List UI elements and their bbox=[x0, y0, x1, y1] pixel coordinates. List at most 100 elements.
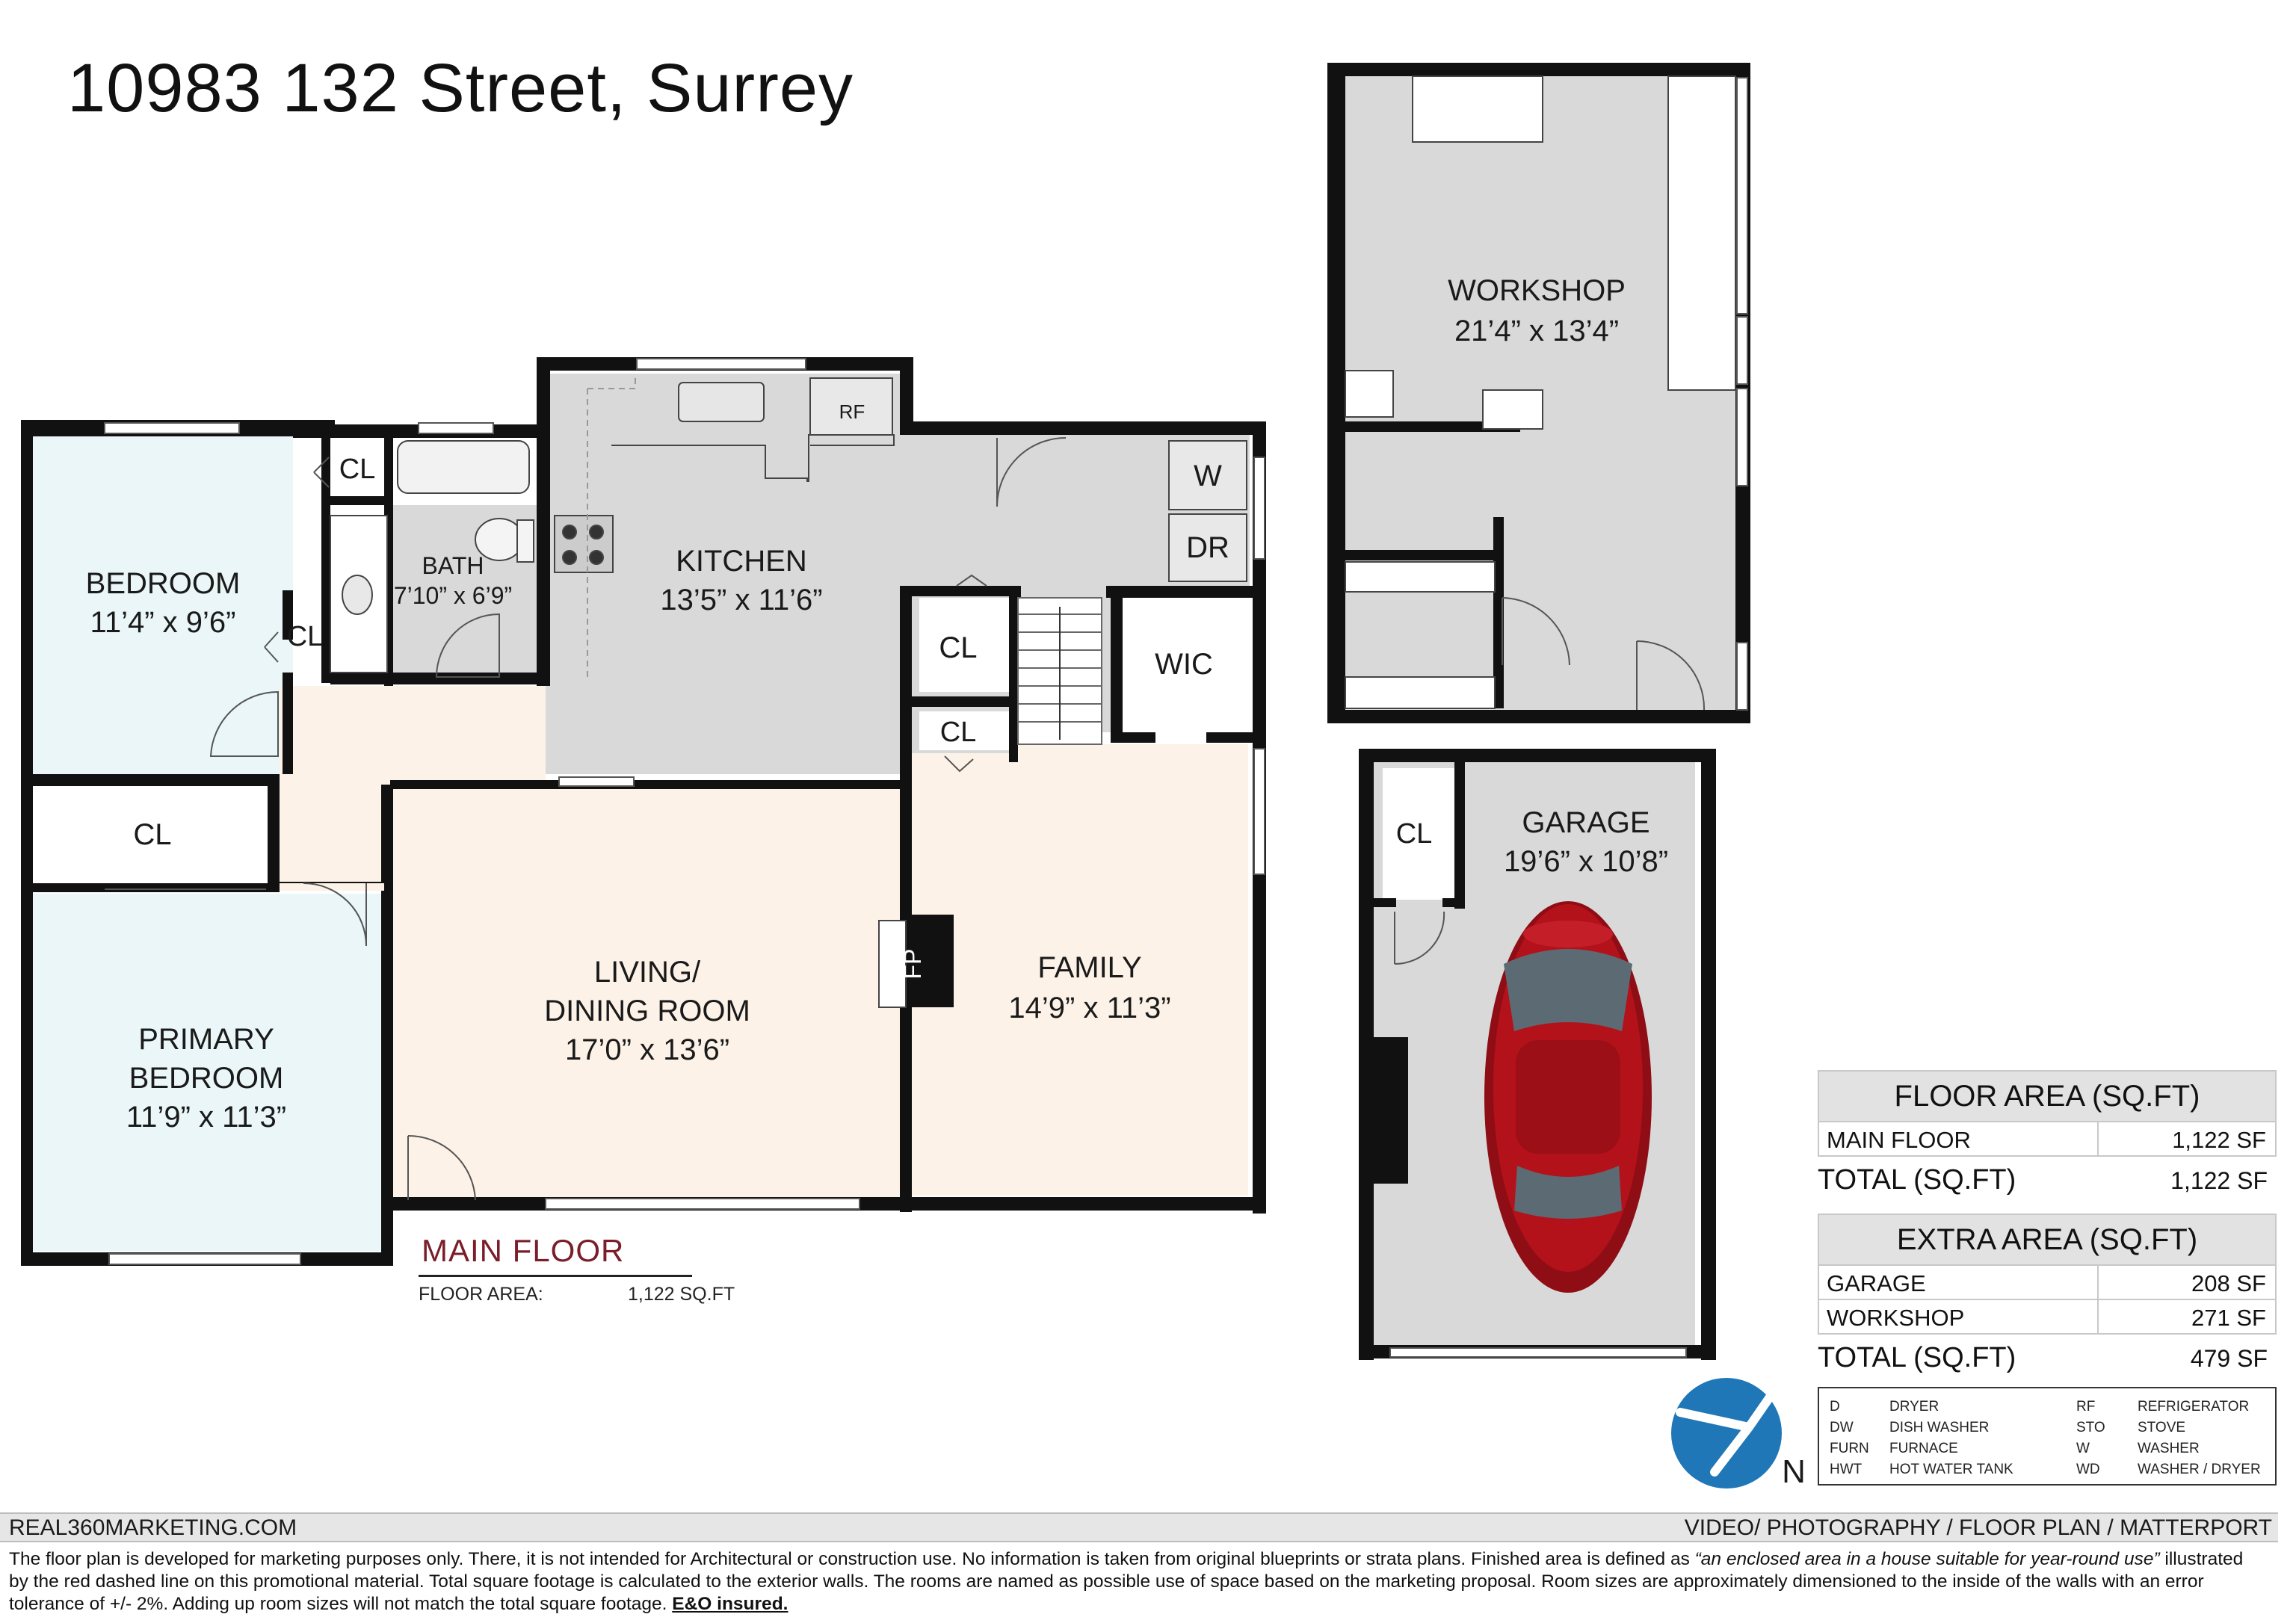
wall bbox=[21, 420, 33, 1264]
legend-code: WD bbox=[2076, 1462, 2100, 1477]
window bbox=[104, 422, 240, 434]
workshop-unit bbox=[1482, 389, 1543, 430]
wall bbox=[1374, 898, 1396, 907]
wall bbox=[909, 696, 1018, 707]
burner bbox=[589, 525, 604, 540]
closet-floor bbox=[33, 786, 268, 883]
wall bbox=[33, 883, 280, 892]
wall bbox=[909, 586, 1018, 596]
wall bbox=[1327, 63, 1750, 76]
wall bbox=[900, 421, 1265, 435]
floor-plan: BEDROOM 11’4” x 9’6” BATH 7’10” x 6’9” K… bbox=[21, 63, 1806, 1490]
website-link[interactable]: REAL360MARKETING.COM bbox=[9, 1515, 297, 1540]
legend-code: D bbox=[1830, 1399, 1840, 1415]
window bbox=[1736, 316, 1748, 385]
compass-north-label: N bbox=[1782, 1453, 1806, 1490]
workbench bbox=[1412, 75, 1543, 143]
room-size-living-dining: 17’0” x 13’6” bbox=[565, 1033, 729, 1066]
wall bbox=[1106, 586, 1256, 598]
door-swing bbox=[1502, 597, 1570, 666]
bifold-door bbox=[264, 631, 279, 663]
row-label: WORKSHOP bbox=[1827, 1305, 1965, 1331]
total-label: TOTAL (SQ.FT) bbox=[1818, 1342, 2016, 1373]
door-swing bbox=[435, 613, 500, 678]
window bbox=[1736, 77, 1748, 315]
column-divider bbox=[2097, 1122, 2099, 1155]
window bbox=[108, 1253, 301, 1265]
stove bbox=[554, 515, 614, 573]
row-value: 208 SF bbox=[2191, 1270, 2266, 1296]
fireplace-label: FP bbox=[899, 949, 926, 980]
fireplace bbox=[912, 915, 954, 1007]
services-text: VIDEO/ PHOTOGRAPHY / FLOOR PLAN / MATTER… bbox=[1684, 1515, 2272, 1540]
compass-icon bbox=[1671, 1378, 1782, 1488]
door-swing bbox=[303, 882, 367, 947]
window bbox=[418, 422, 494, 434]
abbreviation-legend: D DRYER DW DISH WASHER FURN FURNACE HWT … bbox=[1818, 1387, 2277, 1486]
car-windshield bbox=[1504, 949, 1632, 1031]
total-row: TOTAL (SQ.FT) 479 SF bbox=[1818, 1335, 2277, 1378]
room-name-primary-bedroom: BEDROOM bbox=[129, 1062, 284, 1095]
disclaimer-text: The floor plan is developed for marketin… bbox=[9, 1549, 1695, 1569]
room-size-bedroom: 11’4” x 9’6” bbox=[90, 606, 236, 639]
bifold-door bbox=[956, 574, 987, 587]
wall bbox=[1111, 586, 1123, 743]
total-value: 479 SF bbox=[2190, 1345, 2268, 1372]
room-name-dining: DINING ROOM bbox=[544, 995, 750, 1027]
legend-meaning: WASHER bbox=[2138, 1441, 2200, 1456]
wall bbox=[1701, 749, 1716, 1360]
windows bbox=[104, 77, 1748, 1358]
room-name-garage: GARAGE bbox=[1522, 806, 1650, 839]
total-label: TOTAL (SQ.FT) bbox=[1818, 1164, 2016, 1196]
door-swing bbox=[996, 437, 1067, 507]
car-roof bbox=[1516, 1040, 1620, 1154]
car bbox=[1484, 901, 1652, 1293]
row-value: 271 SF bbox=[2191, 1305, 2266, 1331]
table-row: MAIN FLOOR 1,122 SF bbox=[1818, 1122, 2277, 1157]
family-floor bbox=[910, 744, 1248, 1196]
compass-disc bbox=[1671, 1378, 1782, 1488]
room-size-workshop: 21’4” x 13’4” bbox=[1454, 315, 1619, 347]
closet-label: CL bbox=[287, 621, 324, 652]
window bbox=[1736, 642, 1748, 711]
window bbox=[1253, 457, 1265, 560]
table-row: GARAGE 208 SF bbox=[1818, 1266, 2277, 1300]
legend-code: HWT bbox=[1830, 1462, 1863, 1477]
wall bbox=[1359, 749, 1374, 1360]
closet-label: CL bbox=[1396, 818, 1433, 850]
compass-arrow bbox=[1676, 1384, 1780, 1477]
bifold-door bbox=[944, 755, 974, 773]
table-row: WORKSHOP 271 SF bbox=[1818, 1300, 2277, 1335]
burner bbox=[562, 525, 577, 540]
chimney bbox=[1374, 1037, 1408, 1184]
total-value: 1,122 SF bbox=[2170, 1167, 2268, 1194]
room-name-bedroom: BEDROOM bbox=[86, 567, 241, 600]
primary-bedroom-floor bbox=[33, 894, 381, 1251]
living-dining-floor bbox=[390, 783, 900, 1197]
room-labels: BEDROOM 11’4” x 9’6” BATH 7’10” x 6’9” K… bbox=[86, 274, 1806, 1490]
room-size-family: 14’9” x 11’3” bbox=[1008, 992, 1170, 1024]
bathtub bbox=[397, 440, 530, 494]
room-size-bath: 7’10” x 6’9” bbox=[394, 582, 512, 609]
floor-area-table: FLOOR AREA (SQ.FT) MAIN FLOOR 1,122 SF T… bbox=[1818, 1070, 2277, 1200]
doors bbox=[105, 437, 1706, 1201]
bifold-door bbox=[313, 457, 330, 488]
burner bbox=[562, 550, 577, 565]
wall bbox=[1359, 749, 1716, 762]
wall bbox=[283, 673, 293, 774]
kitchen-sink bbox=[678, 382, 765, 422]
room-name-workshop: WORKSHOP bbox=[1448, 274, 1626, 307]
wall bbox=[1493, 517, 1504, 708]
fixtures bbox=[330, 75, 1736, 1008]
wall bbox=[268, 786, 280, 885]
main-floor-underline bbox=[419, 1275, 692, 1277]
legend-meaning: WASHER / DRYER bbox=[2138, 1462, 2261, 1477]
column-divider bbox=[2097, 1266, 2099, 1299]
wall bbox=[1493, 710, 1576, 723]
dryer bbox=[1168, 513, 1247, 582]
wall bbox=[330, 496, 393, 505]
closet-label: CL bbox=[339, 454, 376, 485]
garage-door bbox=[1389, 1347, 1687, 1358]
burner bbox=[589, 550, 604, 565]
floor-area-header: FLOOR AREA (SQ.FT) bbox=[1818, 1070, 2277, 1122]
